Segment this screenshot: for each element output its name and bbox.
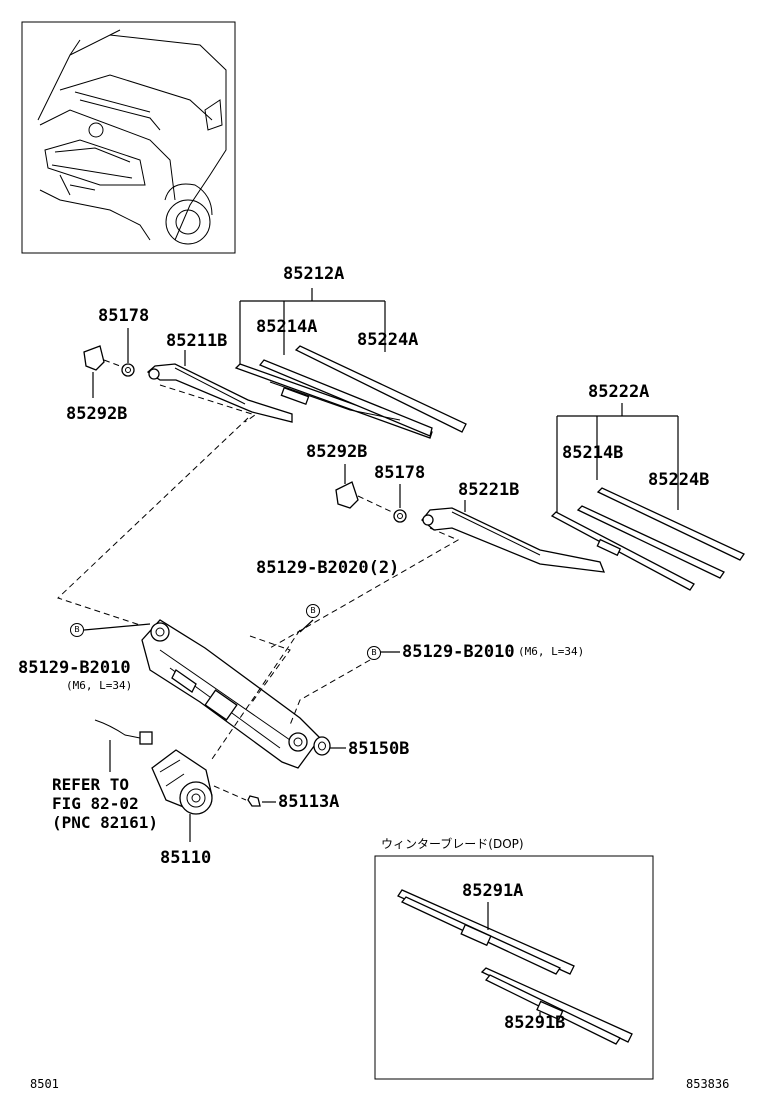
callout-85222A: 85222A <box>588 382 650 402</box>
callout-85129-B2010-left: 85129-B2010 <box>18 658 131 678</box>
bolt-badge-b2010-right: B <box>367 646 381 660</box>
callout-85129-B2020: 85129-B2020(2) <box>256 558 400 578</box>
footer-right-code: 853836 <box>686 1077 730 1091</box>
callout-85292B-mid: 85292B <box>306 442 368 462</box>
winter-blade-85291B <box>480 967 633 1045</box>
winter-blade-title: ウィンターブレード(DOP) <box>381 837 524 851</box>
callout-85214A: 85214A <box>256 317 318 337</box>
wiper-blade-85214B <box>550 505 725 591</box>
cap-85292B-top <box>83 345 105 371</box>
callout-85214B: 85214B <box>562 443 624 463</box>
vehicle-inset <box>21 21 236 254</box>
callout-85211B: 85211B <box>166 331 228 351</box>
callout-85113A: 85113A <box>278 792 340 812</box>
wiper-arm-85211B <box>146 363 293 423</box>
wiper-linkage <box>141 619 321 769</box>
winter-blade-85291A <box>397 889 575 975</box>
callout-85178-top: 85178 <box>98 306 150 326</box>
wiper-blade-85214A <box>234 359 433 439</box>
callout-85129-B2010-right: 85129-B2010 <box>402 642 515 662</box>
callout-85178-mid: 85178 <box>374 463 426 483</box>
refer-note: REFER TO FIG 82-02 (PNC 82161) <box>52 775 158 832</box>
callout-85212A: 85212A <box>283 264 345 284</box>
blade-rubber-85224A <box>294 345 467 433</box>
callout-85291A: 85291A <box>462 881 524 901</box>
callout-85150B: 85150B <box>348 739 410 759</box>
callout-85224A: 85224A <box>357 330 419 350</box>
bolt-85113A <box>247 795 261 807</box>
callout-85129-B2010-right-spec: (M6, L=34) <box>518 645 585 658</box>
wiper-arm-85221B <box>421 507 606 573</box>
blade-rubber-85224B <box>596 487 745 561</box>
nut-85178-top <box>121 363 135 377</box>
cap-85292B-mid <box>335 481 359 509</box>
callout-85292B-top: 85292B <box>66 404 128 424</box>
bolt-badge-b2010-left: B <box>70 623 84 637</box>
winter-blade-box <box>374 855 654 1080</box>
wire-harness <box>94 719 153 745</box>
callout-85291B: 85291B <box>504 1013 566 1033</box>
footer-left-code: 8501 <box>30 1077 59 1091</box>
pivot-cap-85150B <box>313 736 331 756</box>
nut-85178-mid <box>393 509 407 523</box>
callout-85129-B2010-left-spec: (M6, L=34) <box>66 679 133 692</box>
wiper-motor-85110 <box>151 749 213 815</box>
callout-85110: 85110 <box>160 848 212 868</box>
callout-85221B: 85221B <box>458 480 520 500</box>
bolt-badge-b2020: B <box>306 604 320 618</box>
callout-85224B: 85224B <box>648 470 710 490</box>
